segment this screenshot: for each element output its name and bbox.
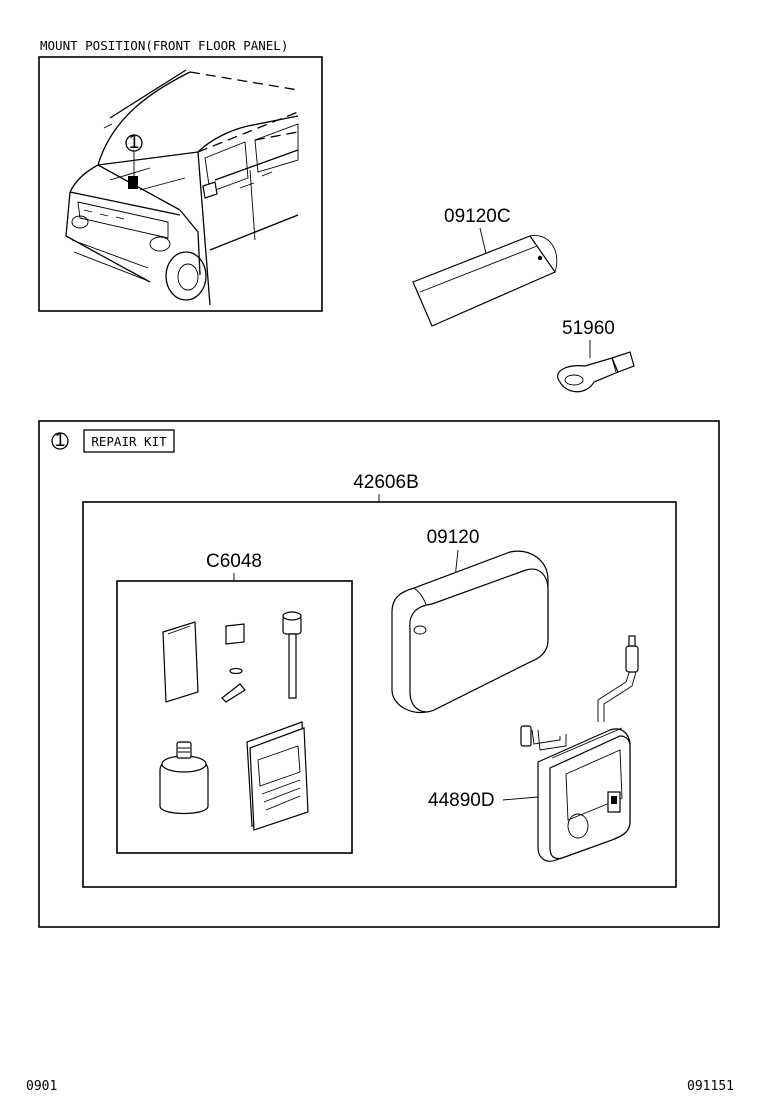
repair-kit-title: REPAIR KIT — [91, 434, 167, 449]
part-44890D-label: 44890D — [428, 790, 495, 811]
mount-position-frame — [38, 56, 323, 312]
part-C6048-label: C6048 — [206, 551, 262, 572]
repair-kit-frame — [38, 420, 720, 928]
mount-location-marker: 1 — [125, 132, 143, 189]
footer-right-code: 091151 — [687, 1079, 734, 1094]
storage-bag-09120 — [391, 550, 549, 714]
vehicle-illustration — [65, 69, 299, 306]
kit-assembly-frame — [82, 501, 677, 888]
mount-spot — [128, 176, 138, 189]
air-compressor-44890D — [520, 635, 639, 862]
part-42606B-label: 42606B — [353, 472, 419, 493]
part-51960-label: 51960 — [562, 318, 615, 339]
part-09120-label: 09120 — [427, 527, 480, 548]
tool-bag-09120C — [412, 235, 558, 327]
repair-kit-title-box — [83, 429, 175, 453]
towing-hook-51960 — [557, 351, 635, 393]
small-parts-contents — [159, 611, 309, 831]
repair-kit-marker — [51, 432, 69, 450]
footer-left-code: 0901 — [26, 1079, 57, 1094]
mount-position-caption: MOUNT POSITION(FRONT FLOOR PANEL) — [40, 38, 288, 53]
part-09120C-label: 09120C — [444, 206, 511, 227]
mount-marker-number: 1 — [129, 132, 140, 153]
small-parts-frame — [116, 580, 353, 854]
repair-kit-marker-number: 1 — [55, 430, 66, 451]
